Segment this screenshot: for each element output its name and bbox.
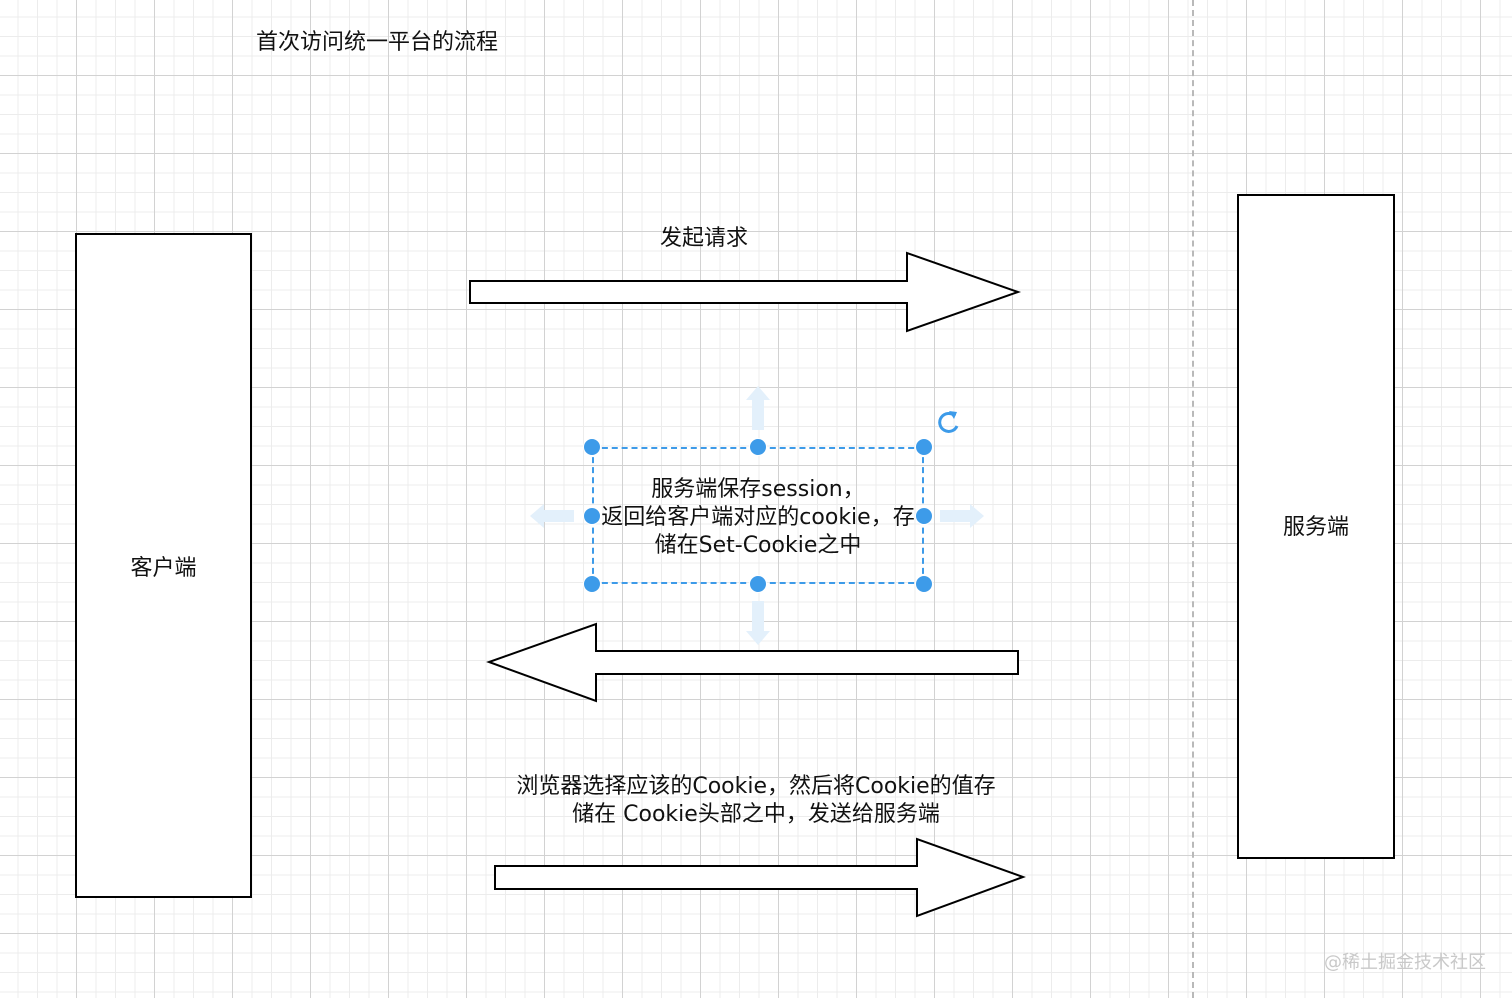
resize-handle-top-right[interactable]: [915, 438, 933, 456]
resize-handle-bottom-right[interactable]: [915, 575, 933, 593]
resize-handle-top-left[interactable]: [583, 438, 601, 456]
browser-cookie-note[interactable]: 浏览器选择应该的Cookie，然后将Cookie的值存 储在 Cookie头部之…: [496, 773, 1016, 829]
rotate-icon[interactable]: [938, 411, 959, 433]
page-boundary-line: [1192, 0, 1194, 998]
watermark: @稀土掘金技术社区: [1324, 952, 1486, 973]
connect-up-arrow: [746, 386, 770, 430]
resize-handle-bottom-left[interactable]: [583, 575, 601, 593]
response-note-line-1: 服务端保存session，: [651, 477, 865, 502]
browser-cookie-note-line-2: 储在 Cookie头部之中，发送给服务端: [572, 802, 940, 827]
resize-handle-right[interactable]: [915, 507, 933, 525]
diagram-title: 首次访问统一平台的流程: [256, 30, 499, 55]
browser-cookie-note-line-1: 浏览器选择应该的Cookie，然后将Cookie的值存: [516, 774, 996, 799]
resize-handle-top[interactable]: [749, 438, 767, 456]
request-label: 发起请求: [660, 226, 749, 251]
response-note[interactable]: 服务端保存session， 返回给客户端对应的cookie，存 储在Set-Co…: [596, 476, 920, 560]
send-cookie-arrow[interactable]: [494, 837, 1026, 918]
connection-hint-arrows: [530, 386, 984, 645]
response-arrow[interactable]: [486, 622, 1019, 703]
connect-down-arrow: [746, 601, 770, 645]
request-arrow[interactable]: [469, 251, 1022, 333]
connect-left-arrow: [530, 504, 574, 528]
client-box[interactable]: 客户端: [75, 233, 252, 898]
server-label: 服务端: [1282, 514, 1349, 540]
client-label: 客户端: [130, 555, 197, 581]
server-box[interactable]: 服务端: [1237, 194, 1395, 859]
connect-right-arrow: [940, 504, 984, 528]
response-note-line-3: 储在Set-Cookie之中: [654, 533, 862, 558]
resize-handle-bottom[interactable]: [749, 575, 767, 593]
resize-handle-left[interactable]: [583, 507, 601, 525]
response-note-line-2: 返回给客户端对应的cookie，存: [601, 505, 915, 530]
